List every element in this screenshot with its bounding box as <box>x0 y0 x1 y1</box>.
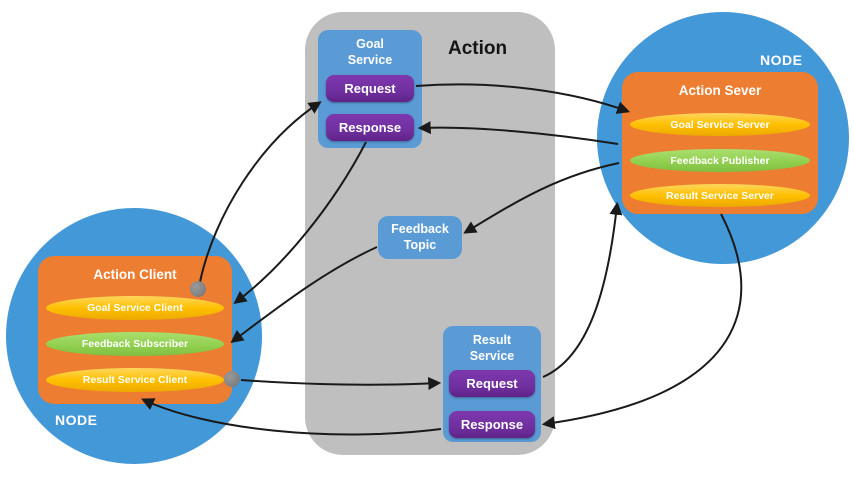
action-client-box: Action Client Goal Service Client Feedba… <box>38 256 232 404</box>
result-service-server-ellipse: Result Service Server <box>630 184 810 207</box>
action-server-box: Action Sever Goal Service Server Feedbac… <box>622 72 818 214</box>
goal-service-title: Goal Service <box>347 37 393 67</box>
action-server-title: Action Sever <box>678 83 762 98</box>
ellipse-label: Goal Service Client <box>87 302 183 314</box>
goal-request-box: Request <box>326 75 414 102</box>
goal-service-panel: Goal Service Request Response <box>318 30 422 148</box>
ellipse-label: Feedback Publisher <box>670 154 770 167</box>
feedback-topic-label: Feedback Topic <box>391 222 449 252</box>
feedback-subscriber-ellipse: Feedback Subscriber <box>46 332 224 356</box>
result-service-title: Result Service <box>469 333 515 363</box>
result-connector-dot <box>224 371 240 387</box>
result-service-panel: Result Service Request Response <box>443 326 541 442</box>
feedback-publisher-ellipse: Feedback Publisher <box>630 149 810 172</box>
goal-service-client-ellipse: Goal Service Client <box>46 296 224 320</box>
result-response-box: Response <box>449 411 535 438</box>
server-node-label: NODE <box>760 52 803 68</box>
feedback-topic-box: Feedback Topic <box>378 216 462 259</box>
ellipse-label: Feedback Subscriber <box>81 338 189 350</box>
action-label: Action <box>448 38 508 59</box>
result-request-box: Request <box>449 370 535 397</box>
result-service-client-ellipse: Result Service Client <box>46 368 224 392</box>
client-node-label: NODE <box>55 412 98 428</box>
action-client-title: Action Client <box>93 267 177 282</box>
ellipse-label: Result Service Server <box>666 189 774 202</box>
ellipse-label: Result Service Client <box>82 374 188 386</box>
ellipse-label: Goal Service Server <box>670 118 770 131</box>
goal-service-server-ellipse: Goal Service Server <box>630 113 810 136</box>
goal-response-box: Response <box>326 114 414 141</box>
goal-connector-dot <box>190 281 206 297</box>
